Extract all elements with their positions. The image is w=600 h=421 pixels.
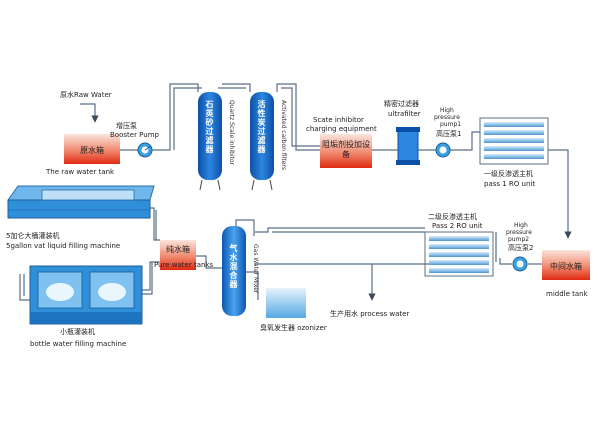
- quartz-sand-filter: [198, 92, 222, 180]
- scale-inhibitor-en-label-1: Scate inhibitor: [313, 116, 364, 124]
- hp-pump2-en-label-2: pressure: [506, 229, 532, 236]
- pure-water-tank: [160, 240, 196, 270]
- high-pressure-pump-2-icon: [512, 256, 528, 272]
- carbon-filter-en-label: Activated carbon filters: [280, 100, 287, 171]
- ro1-cn-label: 一级反渗透主机: [484, 170, 533, 178]
- bottle-machine-cn-label: 小瓶灌装机: [60, 328, 95, 336]
- ozonizer: [266, 288, 306, 318]
- ro-unit-1: [479, 117, 549, 165]
- raw-tank-label: 原水箱: [80, 146, 104, 155]
- ozonizer-label: 臭氧发生器 ozonizer: [260, 324, 327, 332]
- booster-pump-en-label: Booster Pump: [110, 131, 159, 139]
- vat-filling-machine: [7, 185, 155, 219]
- hp-pump1-en-label-2: pressure: [434, 114, 460, 121]
- hp-pump1-cn-label: 高压泵1: [436, 130, 462, 138]
- hp-pump1-en-label-3: pump1: [440, 121, 462, 128]
- hp-pump2-cn-label: 高压泵2: [508, 244, 534, 252]
- booster-pump-cn-label: 增压泵: [116, 122, 137, 130]
- hp-pump1-en-label-1: High: [440, 107, 454, 114]
- hp-pump2-en-label-1: High: [514, 222, 528, 229]
- vat-machine-en-label: 5gallon vat liquid filling machine: [6, 242, 121, 250]
- middle-tank-label: 中间水箱: [550, 262, 582, 271]
- gas-mixer-en-label: Gas Water Mixer: [252, 244, 259, 294]
- ro1-en-label: pass 1 RO unit: [484, 180, 536, 188]
- process-water-label: 生产用水 process water: [330, 310, 410, 318]
- quartz-filter-en-label: Quartz Scale inhibitor: [228, 100, 235, 166]
- scale-inhibitor-en-label-2: charging equipment: [306, 125, 377, 133]
- raw-water-source-label: 原水Raw Water: [60, 91, 112, 99]
- raw-tank-en-label: The raw water tank: [46, 168, 115, 176]
- ro2-cn-label: 二级反渗透主机: [428, 213, 477, 221]
- middle-tank-en-label: middle tank: [546, 290, 588, 298]
- pipes: [19, 83, 572, 301]
- bottle-filling-machine: [29, 265, 143, 325]
- hp-pump2-en-label-3: pump2: [508, 236, 530, 243]
- raw-water-tank: [64, 134, 120, 164]
- pure-tank-label: 纯水箱: [166, 245, 190, 254]
- ro-unit-2: [424, 231, 494, 277]
- ro2-en-label: Pass 2 RO unit: [432, 222, 483, 230]
- booster-pump-icon: [137, 142, 153, 158]
- carbon-filter: [250, 92, 274, 180]
- ultrafilter: [396, 127, 420, 165]
- vat-machine-cn-label: 5加仑大桶灌装机: [6, 232, 60, 240]
- high-pressure-pump-1-icon: [435, 142, 451, 158]
- pure-tank-en-label: Pure water tanks: [154, 261, 214, 269]
- gas-water-mixer: [222, 226, 246, 316]
- gas-mixer-label: 气水混合器: [229, 244, 238, 289]
- scale-inhibitor-label: 阻垢剂投加设备: [322, 140, 370, 159]
- bottle-machine-en-label: bottle water filling machine: [30, 340, 127, 348]
- carbon-filter-label: 活性炭过滤器: [257, 100, 266, 154]
- middle-tank: [542, 250, 590, 280]
- ultrafilter-en-label: ultrafilter: [388, 110, 421, 118]
- filter-legs: [199, 179, 273, 191]
- quartz-filter-label: 石英砂过滤器: [205, 100, 214, 154]
- scale-inhibitor-equipment: [320, 134, 372, 168]
- ultrafilter-cn-label: 精密过滤器: [384, 100, 419, 108]
